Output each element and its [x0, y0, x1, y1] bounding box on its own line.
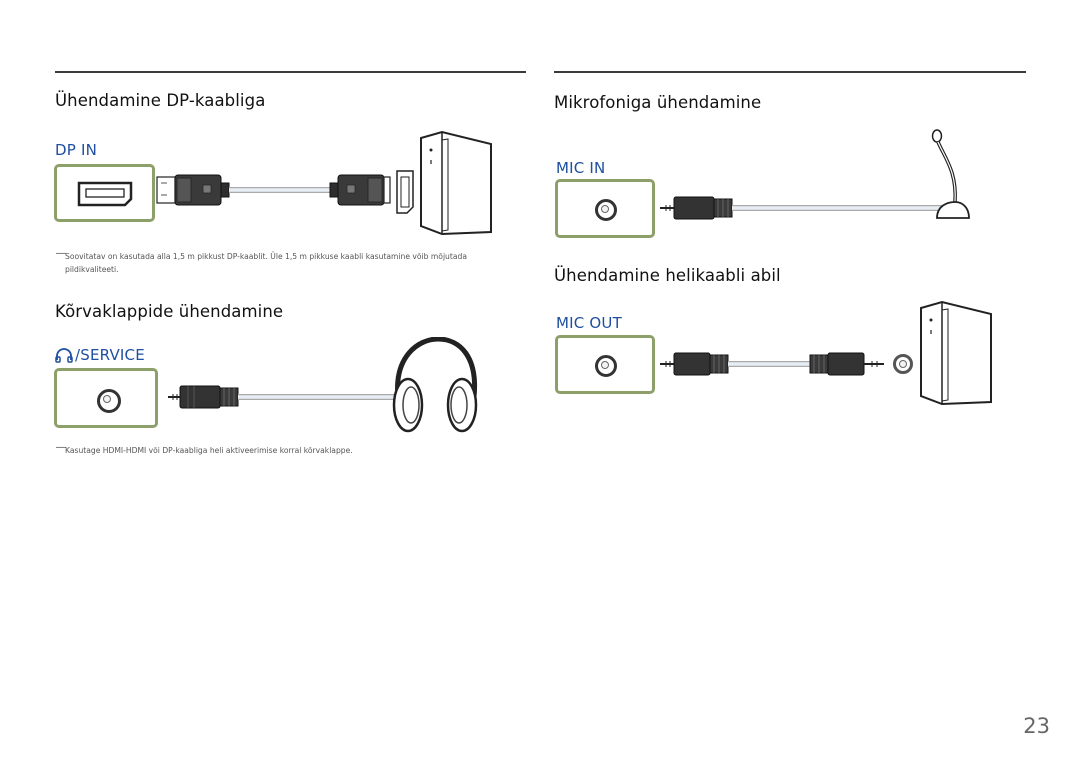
headphone-port-frame: [54, 368, 158, 428]
mic-in-port-frame: [555, 179, 655, 238]
headphone-jack: [97, 389, 121, 413]
page-number: 23: [1023, 714, 1050, 738]
mic-in-label: MIC IN: [556, 159, 606, 177]
displayport-icon: [77, 181, 133, 207]
right-section-rule: [554, 71, 1026, 73]
dp-cable-note-text: Soovitatav on kasutada alla 1,5 m pikkus…: [65, 252, 467, 274]
mic-cable-illustration: [660, 196, 942, 220]
dp-section-title: Ühendamine DP-kaabliga: [55, 91, 266, 110]
left-section-rule: [55, 71, 526, 73]
headphones-illustration: [392, 337, 478, 433]
microphone-stand-icon: [931, 129, 970, 219]
pc-tower-icon-audio: [920, 300, 992, 406]
pc-audio-jack: [893, 354, 913, 374]
dp-port-frame: [54, 164, 155, 222]
dp-cable-note: ― Soovitatav on kasutada alla 1,5 m pikk…: [56, 248, 515, 276]
dp-cable-illustration: [156, 170, 414, 214]
mic-out-label: MIC OUT: [556, 314, 622, 332]
headphone-note-text: Kasutage HDMI-HDMI või DP-kaabliga heli …: [65, 446, 353, 455]
headphone-cable-illustration: [168, 385, 403, 409]
mic-out-jack: [595, 355, 617, 377]
service-label-text: /SERVICE: [75, 346, 145, 364]
headphone-section-title: Kõrvaklappide ühendamine: [55, 302, 284, 321]
dp-in-label: DP IN: [55, 141, 98, 159]
mic-section-title: Mikrofoniga ühendamine: [554, 93, 762, 112]
mic-in-jack: [595, 199, 617, 221]
pc-tower-icon: [420, 130, 492, 236]
audio-section-title: Ühendamine helikaabli abil: [554, 266, 781, 285]
audio-cable-illustration: [660, 352, 884, 376]
note-dash: ―: [56, 442, 66, 453]
note-dash: ―: [56, 248, 66, 259]
headphone-note: ― Kasutage HDMI-HDMI või DP-kaabliga hel…: [56, 442, 515, 457]
mic-out-port-frame: [555, 335, 655, 394]
headphone-icon: [55, 348, 73, 363]
